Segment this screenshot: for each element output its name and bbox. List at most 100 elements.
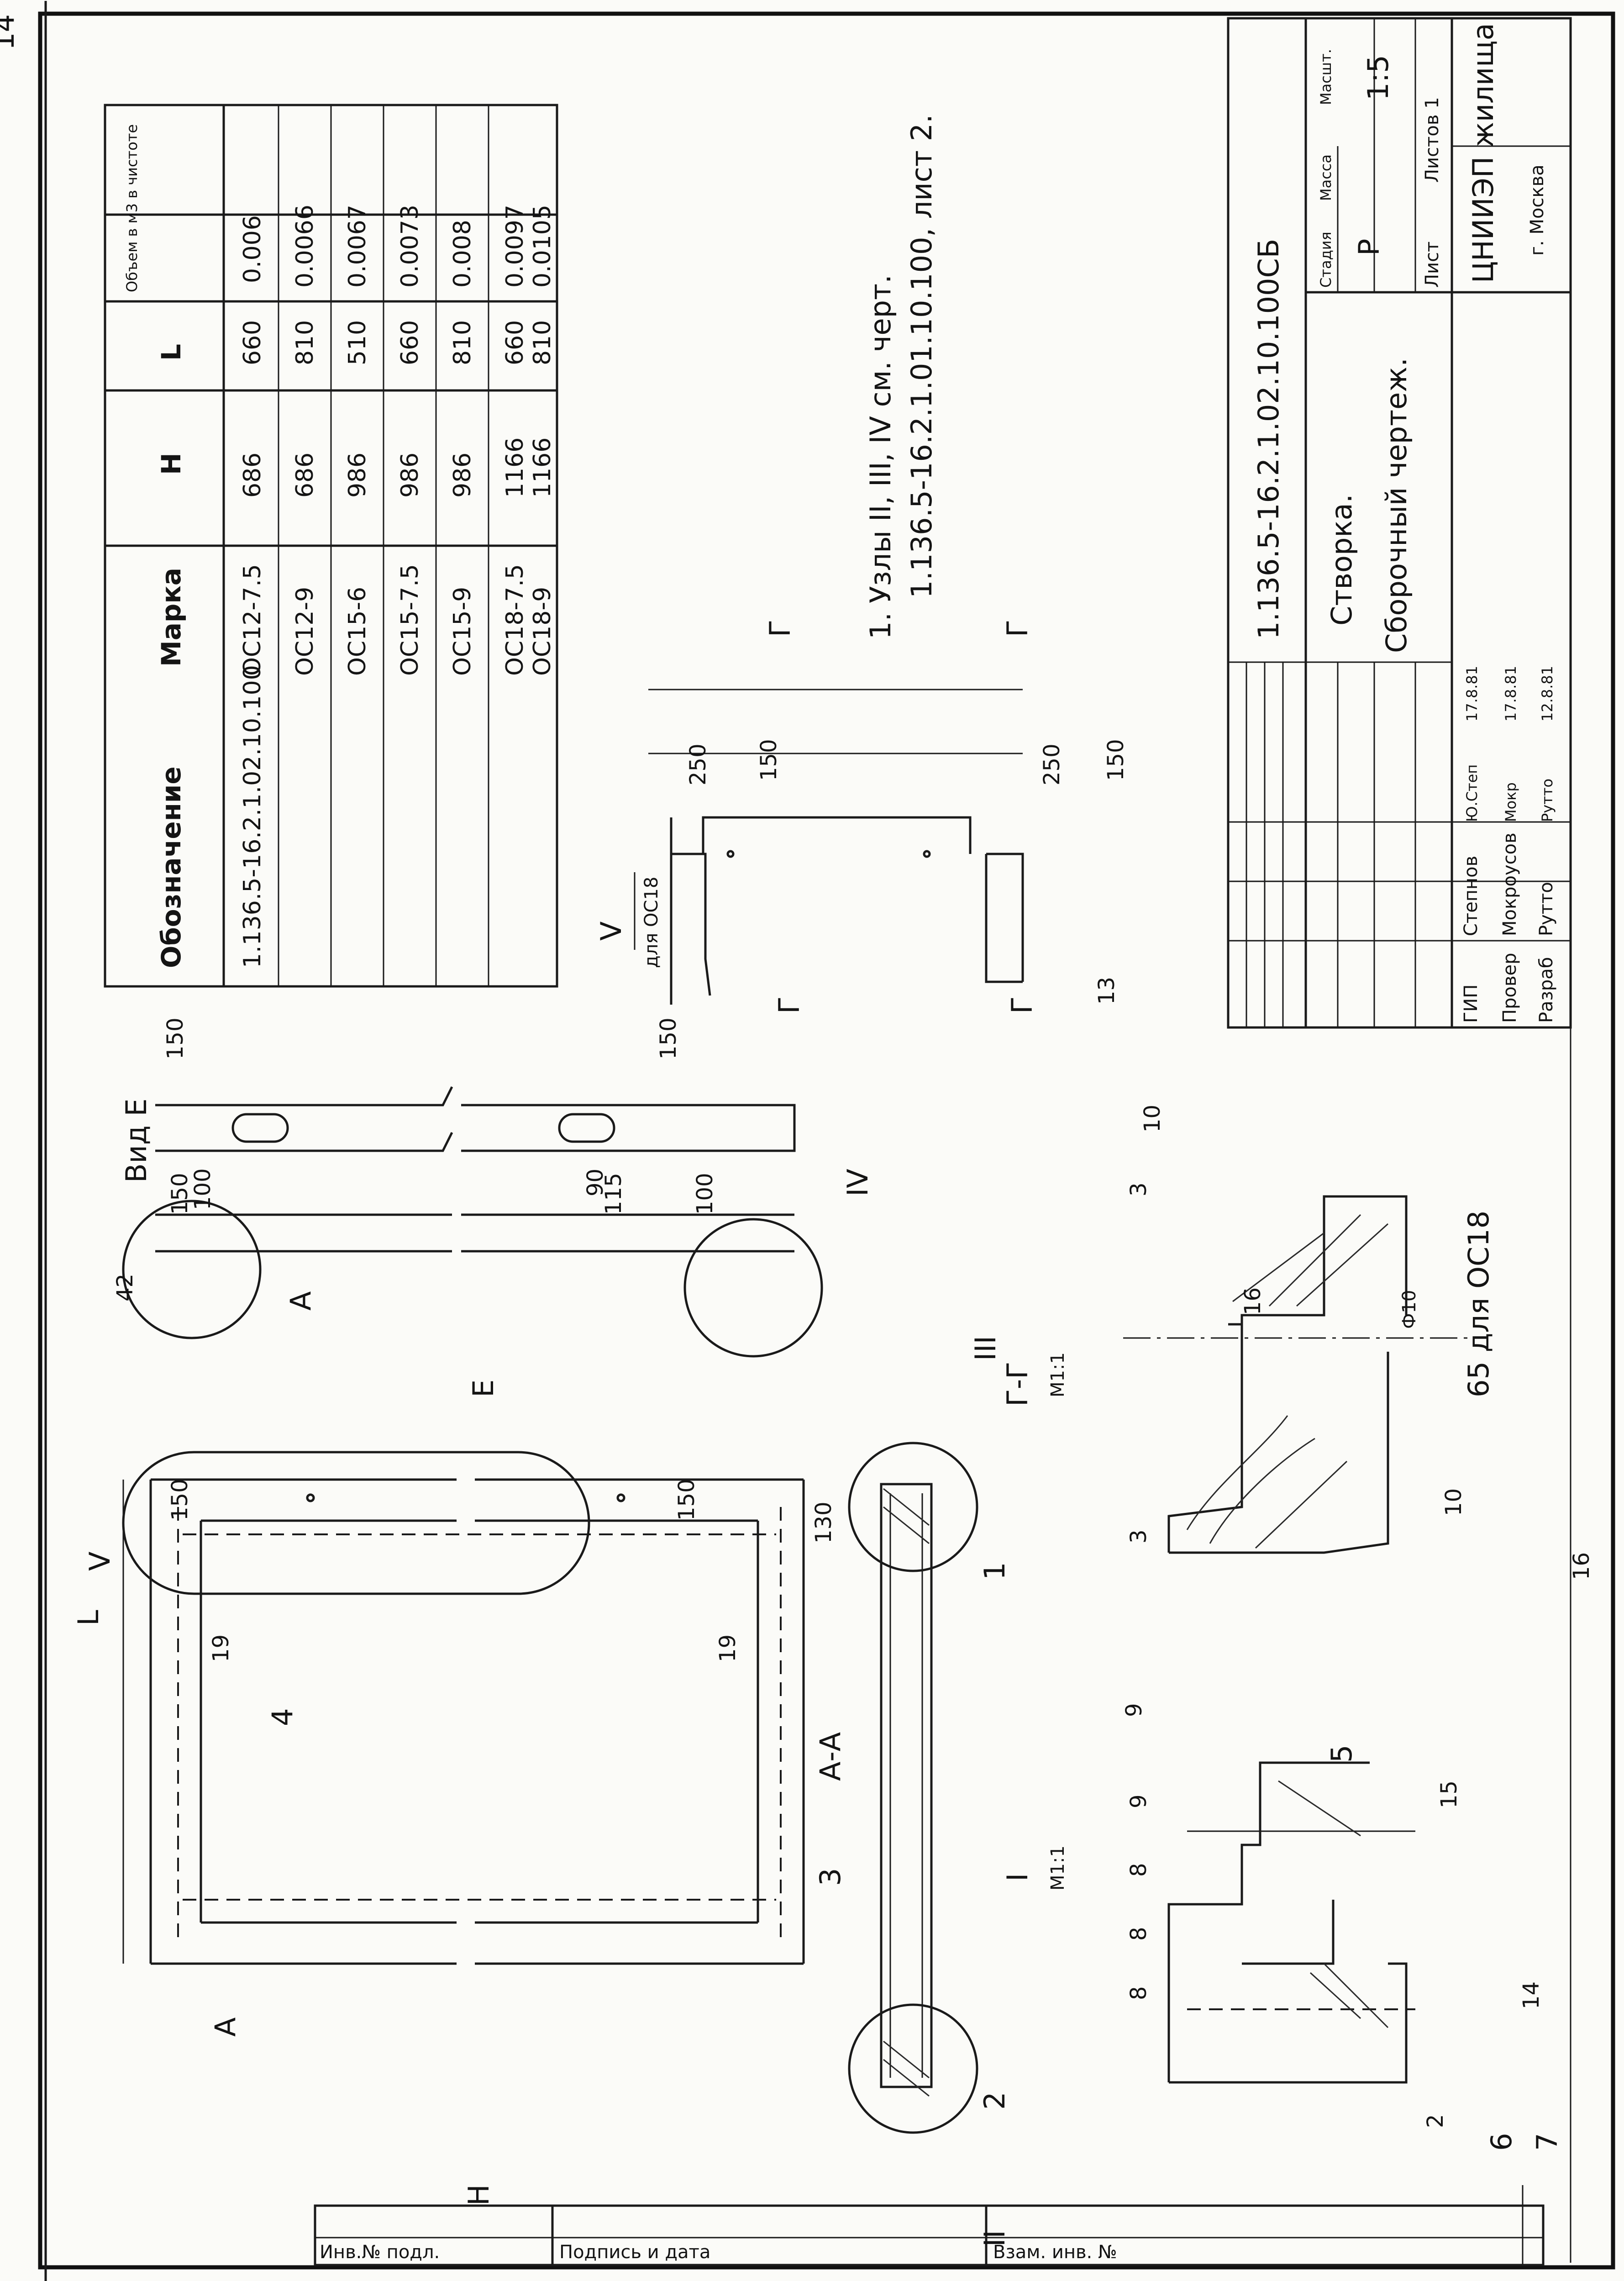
dim-gg-phi10: Ф10	[1399, 1290, 1420, 1329]
row-1-h: 686	[291, 453, 319, 498]
dim-gg-3a: 3	[1126, 1529, 1151, 1543]
view-e-label: Вид Е	[120, 1098, 153, 1183]
node-iv-label: IV	[841, 1169, 874, 1196]
role-0-sign: Ю.Степ	[1463, 764, 1481, 822]
front-view: L H 150 150 130 19 19 Е А А-А V 4 3 1 2 …	[72, 1336, 1011, 2247]
section-a-bot: А	[209, 2018, 242, 2037]
section-g-top: Г	[763, 620, 797, 637]
dim-i-8c: 8	[1126, 1986, 1151, 2000]
dim-front-130: 130	[811, 1501, 836, 1543]
section-gg-label: Г-Г	[1001, 1362, 1034, 1407]
pos-4: 4	[266, 1708, 299, 1726]
role-0: ГИП	[1461, 985, 1482, 1023]
title-block: 1.136.5-16.2.1.02.10.100СБ Створка. Сбор…	[1227, 17, 1572, 1029]
dim-gg-16a: 16	[1240, 1287, 1266, 1315]
row-4-l: 810	[449, 320, 476, 365]
row-6-l: 810	[529, 320, 556, 365]
dim-iv-100b: 100	[692, 1173, 718, 1215]
org-line1: ЦНИИЭП жилища	[1466, 23, 1500, 283]
dim-h-label: H	[462, 2184, 495, 2206]
dim-front-19a: 19	[208, 1634, 234, 1662]
dim-gg-65: 65 для ОС18	[1462, 1211, 1495, 1397]
title-line2: Сборочный чертеж.	[1380, 358, 1413, 653]
dim-v-150b: 150	[1103, 739, 1129, 781]
role-1-date: 17.8.81	[1502, 666, 1519, 722]
org-line2: г. Москва	[1527, 164, 1548, 256]
node-v-label: V	[594, 922, 628, 941]
role-1-name: Мокроусов	[1499, 832, 1520, 936]
section-gg: Г-Г М1:1 3 3 10 10 16 16 13 Ф10 65 для О…	[1001, 977, 1594, 1580]
dim-v-250b: 250	[1039, 743, 1065, 785]
sheets-label: Листов 1	[1422, 97, 1443, 183]
dim-iv-100: 100	[190, 1168, 215, 1210]
row-2-h: 986	[344, 453, 371, 498]
row-0-l: 660	[239, 320, 266, 365]
notes: 1. Узлы II, III, IV см. черт. 1.136.5-16…	[864, 114, 938, 639]
row-5-volume: 0.0097	[501, 205, 529, 288]
dim-i-9a: 9	[1126, 1794, 1151, 1808]
pos-5: 5	[1325, 1745, 1358, 1763]
row-1-volume: 0.0066	[291, 205, 319, 288]
role-1-sign: Мокр	[1502, 782, 1519, 822]
row-4-mark: ОС15-9	[449, 587, 476, 676]
table-header-l: L	[156, 344, 187, 361]
node-i-label: I	[1001, 1873, 1034, 1881]
node-iii-label: III	[969, 1336, 1002, 1361]
row-1-l: 810	[291, 320, 319, 365]
dim-v-150: 150	[756, 739, 782, 781]
scale-value: 1:5	[1361, 55, 1395, 100]
row-4-h: 986	[449, 453, 476, 498]
side-stamp-sign: Подпись и дата	[559, 2242, 710, 2263]
pos-6: 6	[1485, 2133, 1518, 2151]
title-line1: Створка.	[1325, 494, 1358, 626]
doc-code: 1.136.5-16.2.1.02.10.100СБ	[1252, 239, 1285, 639]
row-3-mark: ОС15-7.5	[396, 564, 424, 676]
row-5-l: 660	[501, 320, 529, 365]
row-5-h: 1166	[501, 437, 529, 498]
dim-e-90: 90	[583, 1169, 608, 1196]
section-g-bot-left: Г	[1005, 996, 1039, 1014]
node-v-for: для ОС18	[641, 877, 662, 968]
row-2-l: 510	[344, 320, 371, 365]
dim-i-14: 14	[1519, 1981, 1544, 2009]
dim-gg-10a: 10	[1140, 1105, 1165, 1133]
section-aa-label: А-А	[814, 1732, 847, 1781]
role-2-sign: Рутто	[1539, 779, 1556, 822]
node-i-scale: М1:1	[1047, 1845, 1068, 1891]
row-2-volume: 0.0067	[344, 205, 371, 288]
side-stamp: Инв.№ подл. Подпись и дата Взам. инв. №	[314, 2204, 1545, 2266]
note-line1: 1. Узлы II, III, IV см. черт.	[864, 274, 897, 639]
dim-l-label: L	[72, 1610, 105, 1626]
side-stamp-inv: Инв.№ подл.	[320, 2242, 440, 2263]
dim-i-15: 15	[1436, 1781, 1462, 1808]
side-stamp-zam: Взам. инв. №	[993, 2242, 1117, 2263]
dim-e-150a: 150	[163, 1017, 188, 1059]
table-header-volume: Объем в м3 в чистоте	[123, 124, 141, 292]
dim-i-2: 2	[1423, 2114, 1448, 2128]
dim-gg-16b: 16	[1569, 1552, 1594, 1580]
node-ii-label: II	[978, 2230, 1011, 2247]
section-gg-scale: М1:1	[1047, 1352, 1068, 1397]
dim-i-8b: 8	[1126, 1927, 1151, 1941]
row-4-volume: 0.008	[449, 220, 476, 288]
dim-front-150b: 150	[674, 1479, 699, 1521]
dim-e-150b: 150	[656, 1017, 681, 1059]
node-iv-rail: 150 100 100 42 IV А	[112, 1168, 874, 1358]
row-0-h: 686	[239, 453, 266, 498]
pos-2: 2	[978, 2092, 1011, 2110]
sheet-label: Лист	[1422, 242, 1443, 288]
dim-v-250: 250	[685, 743, 711, 785]
role-1: Провер	[1499, 953, 1520, 1023]
node-i-detail: I М1:1 8 8 8 9 9 15 14 2 5 6 7	[1001, 1703, 1564, 2151]
page-number: 14	[0, 14, 21, 50]
row-2-mark: ОС15-6	[344, 587, 371, 676]
dim-iv-42: 42	[112, 1274, 138, 1301]
pos-7: 7	[1530, 2133, 1564, 2151]
row-6-volume: 0.0105	[529, 205, 556, 288]
dim-gg-13: 13	[1094, 977, 1119, 1005]
row-3-volume: 0.0073	[396, 205, 424, 288]
role-0-date: 17.8.81	[1463, 666, 1481, 722]
row-1-mark: ОС12-9	[291, 587, 319, 676]
section-e-mark: Е	[467, 1380, 500, 1397]
dim-i-9b: 9	[1121, 1703, 1147, 1717]
